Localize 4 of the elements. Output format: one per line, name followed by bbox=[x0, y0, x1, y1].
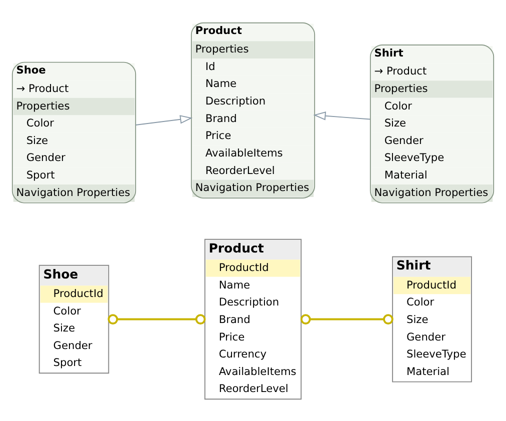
connector bbox=[108, 314, 206, 324]
arrow bbox=[313, 111, 371, 120]
connector bbox=[300, 314, 394, 324]
arrow bbox=[135, 114, 193, 125]
